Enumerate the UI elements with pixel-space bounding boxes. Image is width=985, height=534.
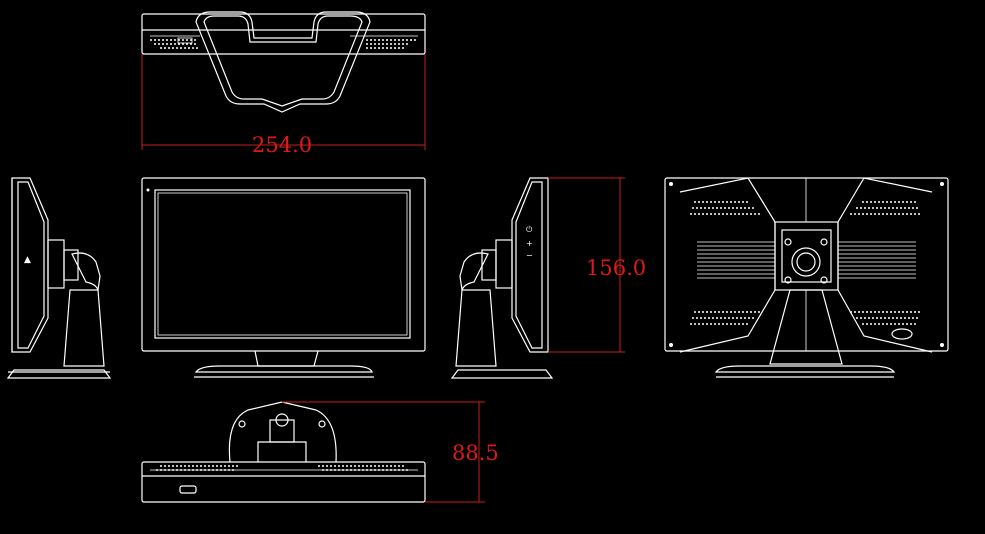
left-side-view: ▲ <box>6 177 112 379</box>
button-icons: ⏻ + − <box>526 225 533 260</box>
back-view <box>664 177 949 378</box>
height-dimension: 156.0 <box>586 256 646 280</box>
rear-ribs <box>697 241 916 279</box>
depth-dimension: 88.5 <box>452 441 499 465</box>
top-view: 254.0 <box>141 11 426 157</box>
bottom-view: 88.5 <box>141 401 499 503</box>
right-side-view: ⏻ + − 156.0 <box>450 177 646 379</box>
side-port-mark: ▲ <box>24 255 31 265</box>
front-view <box>141 177 426 378</box>
svg-text:−: − <box>526 251 533 260</box>
svg-text:+: + <box>526 239 533 248</box>
svg-text:⏻: ⏻ <box>526 225 533 234</box>
width-dimension: 254.0 <box>252 133 312 157</box>
